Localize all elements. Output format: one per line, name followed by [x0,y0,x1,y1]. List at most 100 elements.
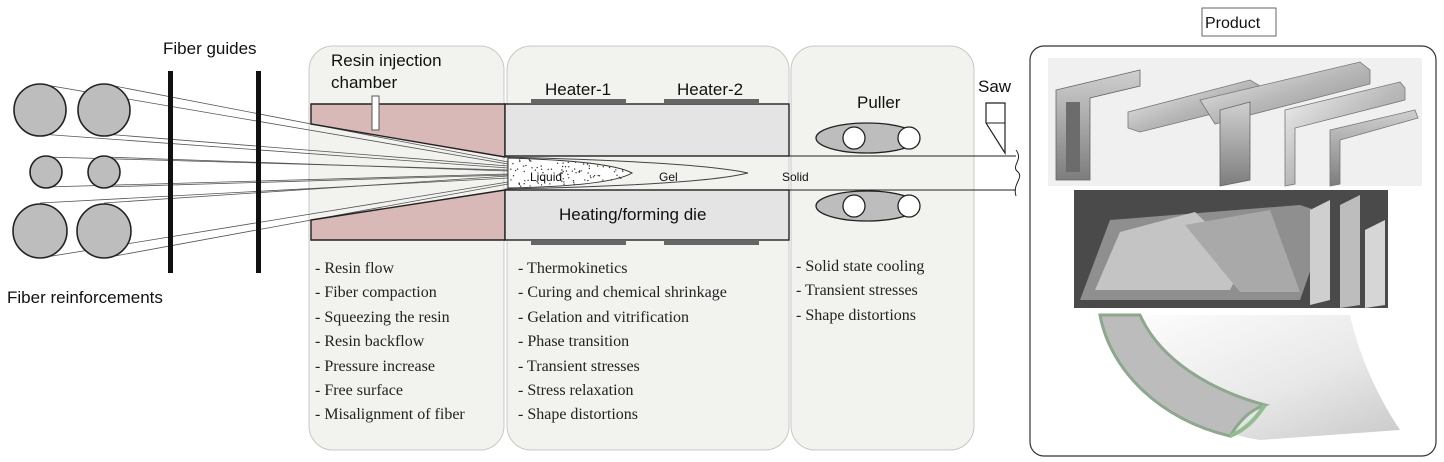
spool [87,155,121,189]
phenomenon-item: - Phase transition [518,333,630,351]
liquid-dot [550,168,553,170]
phenomenon-item: - Misalignment of fiber [315,406,465,424]
liquid-dot [573,168,576,170]
liquid-dot [593,175,596,177]
phenomenon-item: - Fiber compaction [315,284,437,302]
phenomenon-item: - Squeezing the resin [315,308,450,326]
fiber-reinforcements-label: Fiber reinforcements [7,288,163,307]
puller-phenomena-list: - Solid state cooling- Transient stresse… [796,255,924,328]
liquid-dot [590,177,592,179]
liquid-dot [575,172,577,174]
liquid-dot [514,169,517,172]
liquid-dot [602,166,604,168]
spool [12,203,68,259]
heater-2-label: Heater-2 [677,80,743,99]
product-image-pipe [1098,313,1400,440]
liquid-dot [522,165,525,167]
liquid-dot [574,161,577,163]
saw-icon [985,102,1006,156]
spool [29,155,63,189]
liquid-dot [512,175,515,177]
liquid-dot [564,166,567,168]
liquid-dot [589,175,592,177]
heater-1-bottom [531,240,626,245]
liquid-dot [536,181,538,183]
liquid-dot [573,183,575,185]
injection-port [371,95,380,131]
liquid-dot [558,173,561,175]
product-label: Product [1205,15,1261,32]
die-label: Heating/forming die [559,205,706,224]
phenomenon-item: - Resin flow [315,260,395,277]
fiber-spools [12,83,132,259]
gel-label: Gel [659,170,678,184]
liquid-dot [561,180,563,182]
liquid-dot [519,159,521,161]
liquid-dot [571,170,573,172]
phenomenon-item: - Gelation and vitrification [518,308,690,326]
liquid-dots [510,159,624,187]
liquid-dot [536,166,538,169]
spool [77,83,131,137]
liquid-dot [510,168,512,170]
liquid-dot [598,175,601,177]
liquid-dot [568,177,570,179]
liquid-dot [597,165,599,167]
liquid-dot [588,165,590,167]
liquid-dot [525,164,527,167]
product-image-profiles [1048,58,1422,187]
liquid-dot [565,170,568,172]
phenomenon-item: - Curing and chemical shrinkage [518,284,727,302]
liquid-dot [587,172,589,174]
product-image-square-tubes [1074,190,1388,308]
heater-2-top [664,99,759,104]
fiber-guides-label: Fiber guides [163,39,257,58]
liquid-dot [540,165,542,167]
liquid-dot [588,167,590,170]
liquid-dot [561,169,563,171]
liquid-dot [572,179,575,182]
liquid-dot [584,179,586,181]
solid-label: Solid [782,170,809,184]
liquid-dot [518,182,520,184]
spool [76,203,132,259]
liquid-dot [512,163,514,165]
liquid-dot [586,163,589,165]
puller-label: Puller [857,93,901,112]
puller-bottom [815,190,921,222]
liquid-dot [541,179,543,181]
liquid-dot [578,171,580,173]
product-label-box [1201,7,1277,37]
liquid-dot [602,179,604,181]
liquid-dot [620,177,622,179]
phenomenon-item: - Stress relaxation [518,382,634,400]
liquid-dot [549,183,551,185]
phenomenon-item: - Free surface [315,382,403,400]
phenomenon-item: - Resin backflow [315,333,425,351]
liquid-dot [542,179,545,181]
liquid-dot [516,168,519,170]
liquid-dot [615,169,617,171]
liquid-dot [563,183,565,185]
liquid-dot [510,179,512,181]
profile-break [1014,149,1021,197]
liquid-dot [618,176,621,178]
liquid-dot [537,182,539,184]
liquid-dot [567,161,569,164]
liquid-dot [523,170,525,173]
die-phenomena-list: - Thermokinetics- Curing and chemical sh… [518,257,727,428]
liquid-dot [587,179,589,182]
liquid-dot [562,162,564,164]
liquid-dot [519,185,522,187]
liquid-dot [562,170,564,173]
liquid-dot [568,166,570,168]
phenomenon-item: - Solid state cooling [796,258,925,275]
liquid-dot [561,165,564,168]
heater-2-bottom [664,240,759,245]
liquid-dot [597,174,599,177]
injection-phenomena-list: - Resin flow - Fiber compaction - Squeezin… [315,257,465,428]
liquid-dot [528,159,531,161]
liquid-dot [567,173,569,176]
resin-chamber-label-line1: Resin injection [331,51,442,70]
